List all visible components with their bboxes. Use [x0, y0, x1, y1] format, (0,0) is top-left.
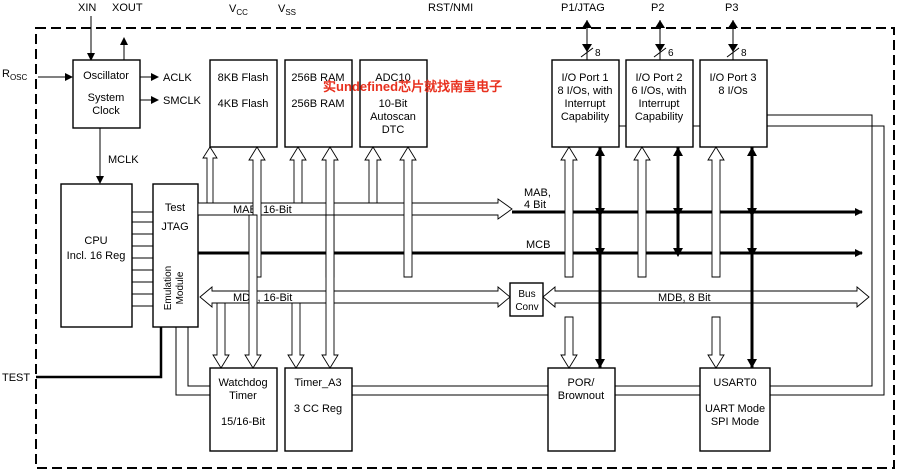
mab-16bit-label: MAB, 16-Bit [233, 204, 292, 216]
mcb-label: MCB [526, 239, 550, 251]
aclk-label: ACLK [163, 72, 192, 84]
io-port-1-interrupt: Interrupt [565, 98, 606, 110]
cpu-jtag-links [132, 211, 153, 307]
bus-conv-label-1: Bus [518, 289, 535, 300]
p1-bus-width: 8 [595, 48, 601, 59]
watchdog-bits-label: 15/16-Bit [221, 416, 265, 428]
bus-converter-block [509, 282, 544, 317]
emulation-label: Emulation [163, 266, 174, 310]
mab-4bit-label-1: MAB, [524, 187, 551, 199]
cpu-block [60, 183, 133, 328]
mdb-8bit-bus [542, 286, 870, 308]
adc-dtc-label: DTC [382, 124, 405, 136]
brownout-label: Brownout [558, 390, 604, 402]
usart0-block [699, 367, 771, 452]
mdb-16bit-label: MDB, 16-Bit [233, 292, 292, 304]
p2-port-connection: 6 [653, 20, 674, 60]
p3-pin-label: P3 [725, 2, 738, 14]
io-port-1-capability: Capability [561, 111, 610, 123]
por-brownout-block [547, 367, 616, 452]
jtag-label: JTAG [161, 221, 188, 233]
chip-boundary [35, 27, 895, 469]
thick-address-control-links [595, 147, 757, 368]
io-port-2-title: I/O Port 2 [635, 72, 682, 84]
smclk-label: SMCLK [163, 95, 202, 107]
ram-block [284, 59, 353, 148]
por-label: POR/ [568, 377, 596, 389]
uart-mode-label: UART Mode [705, 403, 765, 415]
timer-a3-label: Timer_A3 [294, 377, 341, 389]
io-port-2-ios: 6 I/Os, with [631, 85, 686, 97]
watermark-text: 实undefined芯片就找南皇电子 [323, 79, 502, 94]
watchdog-block [209, 367, 278, 452]
test-line [36, 327, 163, 379]
ram-label-1: 256B RAM [291, 72, 344, 84]
p3-bus-width: 8 [741, 48, 747, 59]
test-pin-label: TEST [2, 372, 30, 384]
adc10-block [359, 59, 428, 148]
io-port-1-title: I/O Port 1 [561, 72, 608, 84]
p2-bus-width: 6 [668, 48, 674, 59]
mab-4bit-label-2: 4 Bit [524, 199, 546, 211]
ram-label-2: 256B RAM [291, 98, 344, 110]
io-port-2-capability: Capability [635, 111, 684, 123]
module-label: Module [175, 271, 186, 304]
mdb-8bit-label: MDB, 8 Bit [658, 292, 711, 304]
vss-pin-label: VSS [278, 3, 296, 17]
io-port-1-block [551, 59, 620, 148]
cpu-registers-label: Incl. 16 Reg [67, 250, 126, 262]
watchdog-timer-label: Timer [229, 390, 257, 402]
p2-pin-label: P2 [651, 2, 664, 14]
mab-16bit-bus [197, 198, 513, 220]
flash-8kb-label: 8KB Flash [218, 72, 269, 84]
cpu-label: CPU [84, 235, 107, 247]
flash-4kb-label: 4KB Flash [218, 98, 269, 110]
vcc-pin-label: VCC [229, 3, 248, 17]
p1-jtag-pin-label: P1/JTAG [561, 2, 605, 14]
adc10-label: ADC10 [375, 72, 410, 84]
adc-resolution-label: 10-Bit [379, 98, 408, 110]
mclk-label: MCLK [108, 154, 139, 166]
timer-cc-reg-label: 3 CC Reg [294, 403, 342, 415]
flash-block [209, 59, 278, 148]
rst-nmi-pin-label: RST/NMI [428, 2, 473, 14]
io-port-1-ios: 8 I/Os, with [557, 85, 612, 97]
io-port-3-title: I/O Port 3 [709, 72, 756, 84]
p1-port-connection: 8 [580, 20, 601, 60]
watchdog-label: Watchdog [218, 377, 267, 389]
timer-a3-block [284, 367, 353, 452]
io-port-3-block [699, 59, 768, 148]
oscillator-label: Oscillator [83, 70, 129, 82]
spi-mode-label: SPI Mode [711, 416, 759, 428]
p3-port-connection: 8 [726, 20, 747, 60]
control-lines [175, 114, 885, 396]
rosc-pin-label: ROSC [2, 68, 28, 82]
system-clock-label-1: System [88, 92, 125, 104]
io-port-3-ios: 8 I/Os [718, 85, 748, 97]
usart0-label: USART0 [713, 377, 756, 389]
xout-pin-label: XOUT [112, 2, 143, 14]
io-port-2-block [625, 59, 694, 148]
jtag-test-label: Test [165, 202, 185, 214]
io-port-2-interrupt: Interrupt [639, 98, 680, 110]
vertical-bus-connectors [202, 146, 725, 369]
xin-pin-label: XIN [78, 2, 96, 14]
oscillator-block [72, 59, 141, 129]
adc-autoscan-label: Autoscan [370, 111, 416, 123]
bus-conv-label-2: Conv [515, 302, 538, 313]
system-clock-label-2: Clock [92, 105, 120, 117]
